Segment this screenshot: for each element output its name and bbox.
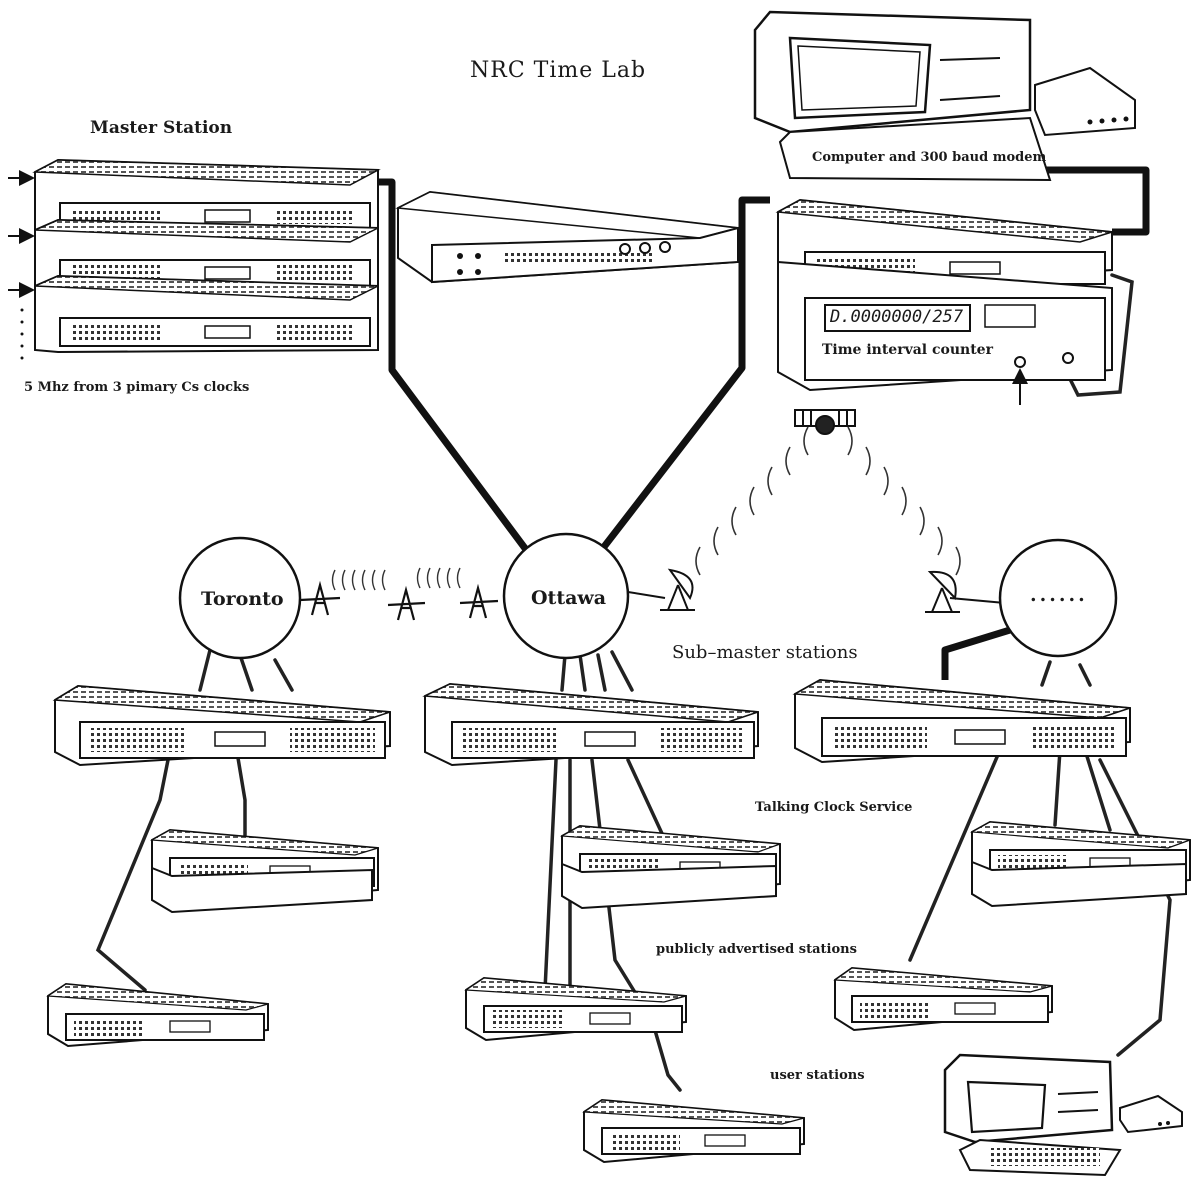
right-to-talking-b <box>1083 748 1112 832</box>
cables <box>378 166 1150 680</box>
cs-clock-unit-3 <box>34 274 379 354</box>
toronto-link-b <box>238 653 254 692</box>
diagram-title: NRC Time Lab <box>470 58 647 83</box>
toronto-link-a <box>198 648 212 692</box>
user-station-toronto <box>46 982 269 1048</box>
ottawa-to-public <box>543 758 558 1002</box>
submaster-label: Sub–master stations <box>672 642 858 663</box>
submaster-station-toronto <box>52 684 391 767</box>
cable-right-node-to-rack <box>941 626 1012 680</box>
node-ottawa <box>502 532 630 660</box>
control-computer <box>753 10 1136 182</box>
user-station-ottawa <box>582 1098 805 1164</box>
toronto-to-user <box>95 758 170 992</box>
computer-label: Computer and 300 baud modem <box>812 150 1047 165</box>
public-station-right-lower <box>833 966 1053 1032</box>
microwave-waves <box>331 567 461 591</box>
toronto-link-c <box>273 658 294 692</box>
satellite-downlink-waves <box>847 426 961 576</box>
user-stations-label: user stations <box>770 1068 865 1083</box>
ottawa-link-b <box>578 653 587 692</box>
master-clock-stack <box>8 158 381 360</box>
talking-clock-station-ottawa <box>559 824 781 910</box>
counter-display-window <box>824 304 971 332</box>
right-link-b <box>1078 663 1092 687</box>
node-label-toronto: Toronto <box>201 588 284 610</box>
right-link-a <box>1040 660 1052 687</box>
clocks-note: 5 Mhz from 3 pimary Cs clocks <box>24 380 250 395</box>
ottawa-to-user <box>590 758 682 1092</box>
measurement-rack <box>775 198 1113 405</box>
satellite-uplink-waves <box>695 426 809 576</box>
thin-links <box>95 273 1172 1092</box>
dish-antenna-ottawa <box>627 568 695 611</box>
public-station-ottawa <box>464 976 687 1042</box>
counter-display: D.0000000/257 <box>830 307 964 327</box>
node-toronto <box>178 536 302 660</box>
public-stations-label: publicly advertised stations <box>656 942 857 957</box>
toronto-to-public <box>236 756 247 837</box>
submaster-station-right <box>792 678 1131 764</box>
user-computer <box>943 1053 1183 1177</box>
continuation-dots <box>20 308 24 360</box>
dish-antenna-right <box>925 570 1006 613</box>
cable-master-to-ottawa <box>378 178 533 558</box>
ottawa-to-talking <box>626 758 667 842</box>
node-label-ottawa: Ottawa <box>531 587 607 609</box>
submaster-station-ottawa <box>422 682 759 767</box>
cable-computer-to-rack <box>1040 166 1150 236</box>
central-distribution-unit <box>395 190 739 284</box>
right-to-pc <box>1098 758 1172 1057</box>
node-label-right: ...... <box>1030 584 1088 606</box>
ottawa-link-a <box>560 653 567 692</box>
right-to-user <box>908 748 1002 962</box>
master-station-heading: Master Station <box>90 118 233 138</box>
satellite <box>794 409 856 435</box>
public-station-right <box>969 820 1191 908</box>
counter-label: Time interval counter <box>822 342 993 358</box>
ottawa-link-d <box>610 650 634 692</box>
cable-counter-to-ottawa <box>597 196 770 555</box>
talking-clock-label: Talking Clock Service <box>755 800 913 815</box>
public-station-toronto <box>149 828 379 914</box>
microwave-towers <box>299 580 499 621</box>
ottawa-link-c <box>596 653 607 692</box>
right-to-talking-a <box>1053 748 1062 827</box>
node-right <box>998 538 1118 658</box>
